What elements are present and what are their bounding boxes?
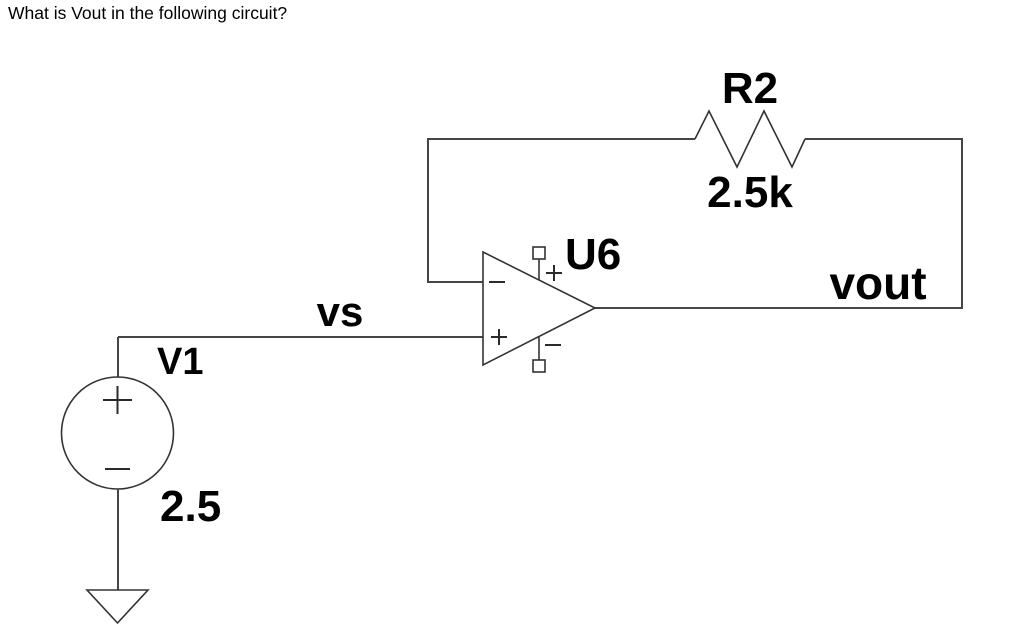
- feedback-loop: [427, 109, 963, 309]
- feedback-and-output-wire: [595, 138, 963, 309]
- vplus-pin-terminal: [532, 246, 546, 260]
- source-plus-icon: [103, 386, 132, 414]
- ground-icon: [85, 589, 150, 625]
- voltage-source-v1: V1 2.5: [60, 337, 221, 625]
- resistor-symbol: [694, 109, 806, 169]
- vminus-pin-terminal: [532, 359, 546, 373]
- question-title: What is Vout in the following circuit?: [8, 3, 287, 23]
- net-label-vout: vout: [829, 257, 926, 309]
- vplus-plus-icon: [546, 265, 562, 281]
- resistor-value-label: 2.5k: [707, 168, 793, 217]
- source-ref-label: V1: [157, 341, 203, 383]
- opamp-noninverting-plus-icon: [491, 329, 507, 345]
- feedback-wire-left: [427, 138, 695, 283]
- opamp-u6: U6: [482, 230, 621, 373]
- resistor-ref-label: R2: [722, 64, 778, 113]
- net-label-vs: vs: [317, 288, 364, 335]
- source-value-label: 2.5: [160, 482, 221, 531]
- opamp-ref-label: U6: [565, 230, 621, 279]
